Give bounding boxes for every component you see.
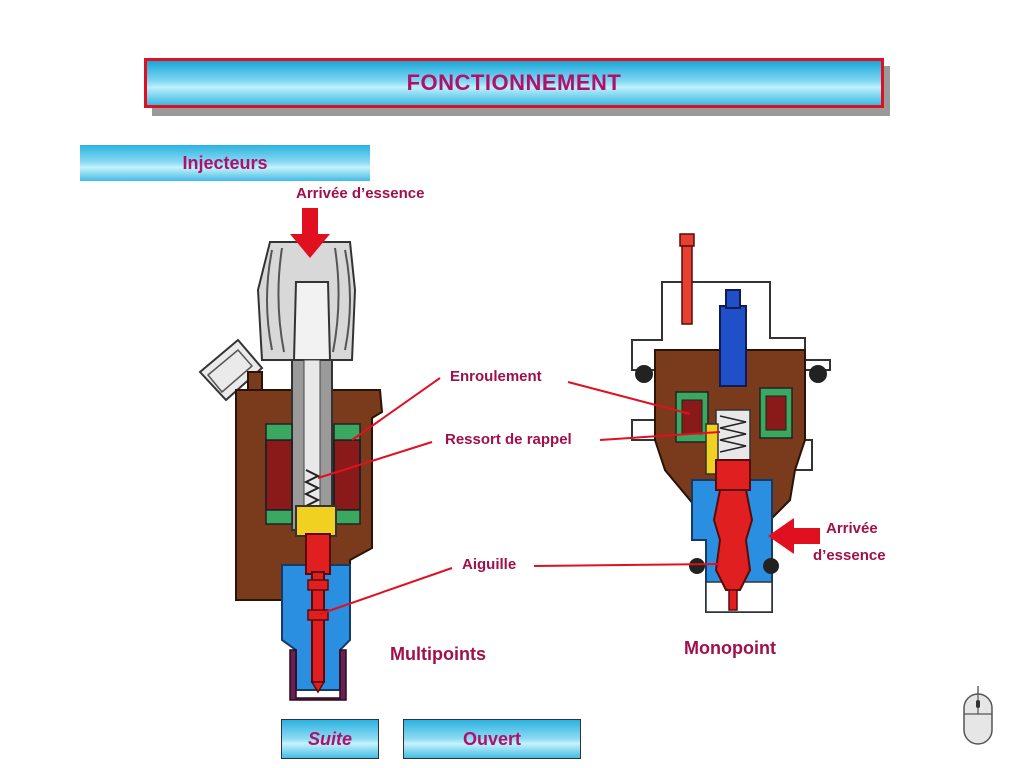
label-monopoint: Monopoint bbox=[684, 638, 776, 658]
monopoint-injector bbox=[631, 233, 831, 613]
leader-lines bbox=[317, 377, 721, 615]
label-fuel-inlet-right-2: d’essence bbox=[813, 547, 886, 564]
suite-button-label: Suite bbox=[307, 728, 352, 749]
ouvert-button[interactable]: Ouvert bbox=[403, 719, 581, 759]
label-fuel-inlet-right-1: Arrivée bbox=[826, 520, 878, 537]
label-fuel-inlet-top: Arrivée d’essence bbox=[296, 185, 425, 202]
label-multipoint: Multipoints bbox=[390, 644, 486, 664]
section-tab: Injecteurs bbox=[80, 145, 370, 181]
section-label: Injecteurs bbox=[182, 152, 268, 173]
fuel-arrow-right-icon bbox=[768, 518, 820, 554]
title-banner: FONCTIONNEMENT bbox=[144, 58, 884, 108]
page-title: FONCTIONNEMENT bbox=[406, 70, 622, 95]
suite-button[interactable]: Suite bbox=[281, 719, 379, 759]
label-coil: Enroulement bbox=[450, 368, 542, 385]
mouse-icon[interactable] bbox=[958, 684, 998, 748]
multipoint-injector bbox=[198, 241, 384, 701]
label-spring: Ressort de rappel bbox=[445, 431, 572, 448]
ouvert-button-label: Ouvert bbox=[462, 728, 522, 749]
label-needle: Aiguille bbox=[462, 556, 517, 573]
fuel-arrow-top-icon bbox=[290, 208, 330, 258]
